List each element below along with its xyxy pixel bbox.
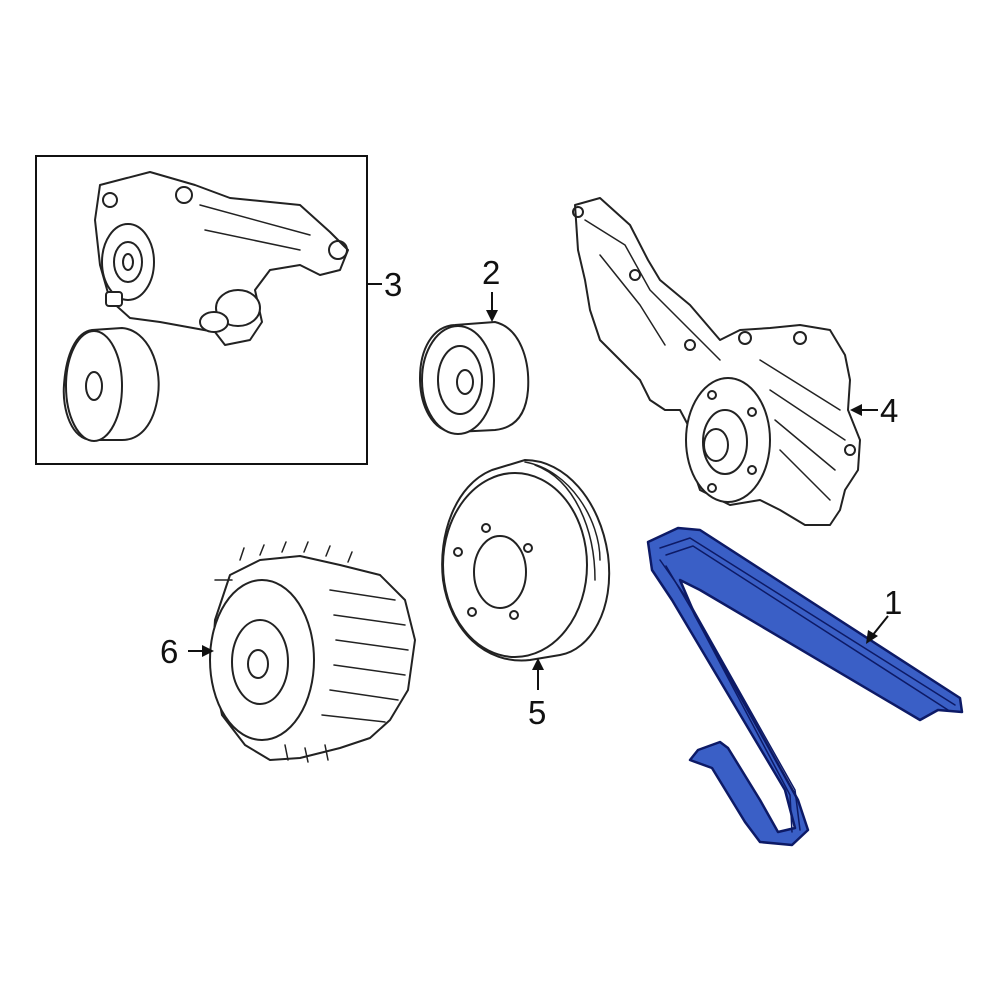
part-1-serpentine-belt bbox=[646, 526, 964, 847]
arrowhead-6 bbox=[202, 645, 214, 657]
arrowhead-1 bbox=[866, 630, 878, 644]
belt-outer bbox=[646, 526, 964, 847]
tensioner-pulley bbox=[62, 327, 160, 442]
callout-2: 2 bbox=[482, 254, 500, 291]
tensioner-bracket bbox=[94, 171, 349, 346]
callout-1: 1 bbox=[884, 584, 902, 621]
arrowhead-5 bbox=[532, 658, 544, 670]
callout-labels: 1 2 3 4 5 6 bbox=[160, 254, 902, 731]
part-2-idler-pulley bbox=[419, 321, 530, 435]
leader-1 bbox=[871, 615, 889, 637]
callout-5: 5 bbox=[528, 694, 546, 731]
part-6-fan-clutch bbox=[209, 541, 416, 763]
arrowhead-4 bbox=[850, 404, 862, 416]
arrowhead-2 bbox=[486, 310, 498, 322]
inset-group-part-3 bbox=[35, 155, 368, 465]
inset-box bbox=[35, 155, 368, 465]
callout-3: 3 bbox=[384, 266, 402, 303]
part-4-water-pump bbox=[572, 197, 861, 526]
callout-6: 6 bbox=[160, 633, 178, 670]
callout-4: 4 bbox=[880, 392, 898, 429]
part-5-pulley bbox=[441, 459, 611, 662]
leader-lines bbox=[188, 283, 889, 690]
